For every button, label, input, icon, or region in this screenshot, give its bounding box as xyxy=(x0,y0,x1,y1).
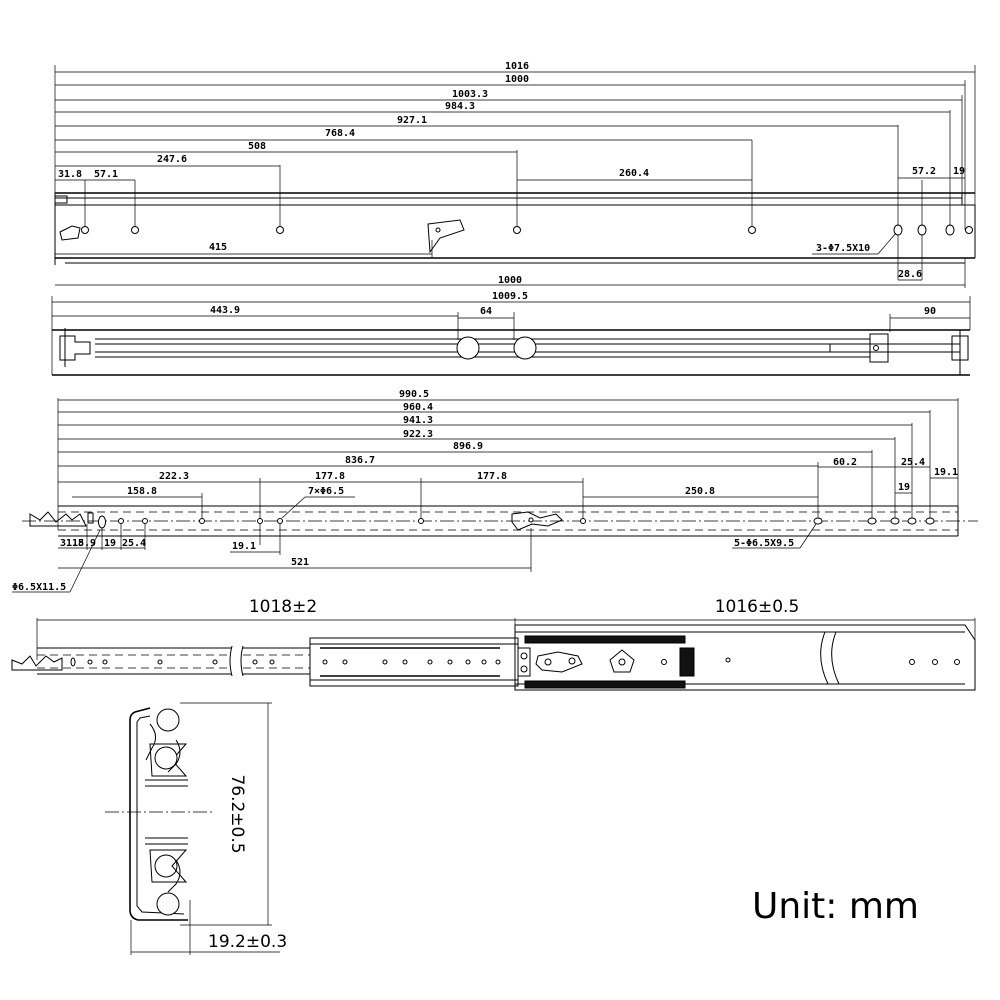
dim-984-3: 984.3 xyxy=(445,101,475,112)
dim-64: 64 xyxy=(480,306,492,317)
dim-31-8: 31.8 xyxy=(58,169,82,180)
dim-508: 508 xyxy=(248,141,266,152)
dim-922-3: 922.3 xyxy=(403,429,433,440)
unit-label: Unit: mm xyxy=(752,886,919,927)
dim-1016: 1016 xyxy=(505,61,529,72)
dim-1018: 1018±2 xyxy=(249,597,317,617)
dim-443-9: 443.9 xyxy=(210,305,240,316)
dim-260-4: 260.4 xyxy=(619,168,649,179)
dim-19-1-right: 19.1 xyxy=(934,467,958,478)
callout-slot: Φ6.5X11.5 xyxy=(12,582,66,593)
dim-927-1: 927.1 xyxy=(397,115,427,126)
dim-960-4: 960.4 xyxy=(403,402,433,413)
dim-836-7: 836.7 xyxy=(345,455,375,466)
dim-28-6: 28.6 xyxy=(898,269,922,280)
dim-25-4-right: 25.4 xyxy=(901,457,925,468)
dim-19-right: 19 xyxy=(898,482,910,493)
dim-177-8-b: 177.8 xyxy=(477,471,507,482)
dim-60-2: 60.2 xyxy=(833,457,857,468)
side-view: 1009.5 443.9 64 90 xyxy=(51,291,971,376)
dim-15-9-bottom: 15.9 xyxy=(72,538,96,549)
top-view: 1016 1000 1003.3 984.3 927.1 768.4 508 2… xyxy=(54,61,976,288)
dim-896-9: 896.9 xyxy=(453,441,483,452)
dim-941-3: 941.3 xyxy=(403,415,433,426)
dim-31-8-bottom: 31.8 xyxy=(60,538,84,549)
dim-90: 90 xyxy=(924,306,936,317)
dim-415: 415 xyxy=(209,242,227,253)
dim-height: 76.2±0.5 xyxy=(227,774,247,853)
dim-19-top: 19 xyxy=(953,166,965,177)
assembly-view: 1018±2 1016±0.5 xyxy=(11,597,976,691)
callout-7-holes: 7×Φ6.5 xyxy=(308,486,344,497)
dim-768-4: 768.4 xyxy=(325,128,355,139)
callout-3-holes: 3-Φ7.5X10 xyxy=(816,243,870,254)
dim-222-3: 222.3 xyxy=(159,471,189,482)
dim-1000-top: 1000 xyxy=(505,74,529,85)
dim-158-8: 158.8 xyxy=(127,486,157,497)
dim-1016: 1016±0.5 xyxy=(715,597,800,617)
dim-57-2: 57.2 xyxy=(912,166,936,177)
dim-1009-5: 1009.5 xyxy=(492,291,528,302)
dim-250-8: 250.8 xyxy=(685,486,715,497)
dim-247-6: 247.6 xyxy=(157,154,187,165)
cross-section-view: 76.2±0.5 19.2±0.3 xyxy=(105,702,287,955)
dim-width: 19.2±0.3 xyxy=(208,932,287,952)
dim-19-1-bottom: 19.1 xyxy=(232,541,256,552)
dim-57-1: 57.1 xyxy=(94,169,118,180)
dim-990-5: 990.5 xyxy=(399,389,429,400)
dim-521: 521 xyxy=(291,557,309,568)
dim-25-4-bottom: 25.4 xyxy=(122,538,146,549)
dim-19-bottom: 19 xyxy=(104,538,116,549)
inner-member-view: 990.5 960.4 941.3 922.3 896.9 836.7 222.… xyxy=(12,389,978,593)
dim-177-8-a: 177.8 xyxy=(315,471,345,482)
callout-5-holes: 5-Φ6.5X9.5 xyxy=(734,538,794,549)
dim-1003-3: 1003.3 xyxy=(452,89,488,100)
dim-1000-bottom: 1000 xyxy=(498,275,522,286)
